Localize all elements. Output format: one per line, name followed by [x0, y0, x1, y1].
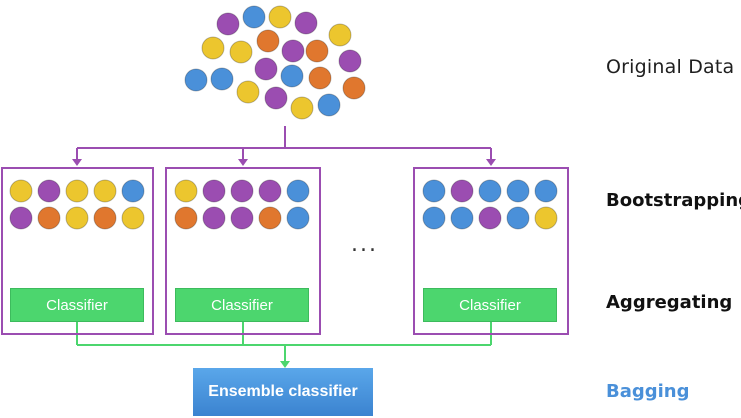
classifier-box-2: Classifier	[175, 288, 309, 322]
data-point-orange	[305, 39, 329, 63]
sample-point-blue	[422, 179, 446, 203]
data-point-orange	[308, 66, 332, 90]
sample-point-blue	[450, 206, 474, 230]
sample-point-orange	[258, 206, 282, 230]
data-point-yellow	[229, 40, 253, 64]
data-point-orange	[342, 76, 366, 100]
arrowhead-down-icon	[280, 361, 290, 368]
label-bagging: Bagging	[606, 381, 690, 402]
sample-point-yellow	[65, 206, 89, 230]
sample-point-yellow	[93, 179, 117, 203]
sample-point-purple	[37, 179, 61, 203]
ensemble-classifier-box: Ensemble classifier	[193, 368, 373, 416]
sample-point-blue	[286, 206, 310, 230]
data-point-orange	[256, 29, 280, 53]
data-point-yellow	[268, 5, 292, 29]
arrowhead-down-icon	[486, 159, 496, 166]
data-point-purple	[216, 12, 240, 36]
connector-lines	[72, 126, 496, 368]
data-point-yellow	[236, 80, 260, 104]
arrowhead-down-icon	[238, 159, 248, 166]
sample-point-orange	[37, 206, 61, 230]
arrowhead-down-icon	[72, 159, 82, 166]
sample-point-blue	[286, 179, 310, 203]
sample-point-blue	[121, 179, 145, 203]
sample-point-yellow	[9, 179, 33, 203]
data-point-blue	[317, 93, 341, 117]
sample-point-purple	[230, 179, 254, 203]
data-point-purple	[254, 57, 278, 81]
data-point-blue	[184, 68, 208, 92]
sample-point-blue	[478, 179, 502, 203]
data-point-yellow	[290, 96, 314, 120]
bootstrap-frames	[1, 167, 569, 335]
sample-point-yellow	[174, 179, 198, 203]
sample-point-yellow	[65, 179, 89, 203]
sample-point-purple	[478, 206, 502, 230]
data-point-purple	[281, 39, 305, 63]
data-point-yellow	[201, 36, 225, 60]
sample-point-purple	[202, 179, 226, 203]
label-original-data: Original Data	[606, 56, 735, 78]
data-point-purple	[338, 49, 362, 73]
data-point-blue	[242, 5, 266, 29]
bootstrap-frame-2	[165, 167, 321, 335]
sample-point-yellow	[121, 206, 145, 230]
sample-point-blue	[534, 179, 558, 203]
sample-point-purple	[450, 179, 474, 203]
sample-point-purple	[230, 206, 254, 230]
sample-point-blue	[422, 206, 446, 230]
data-point-purple	[294, 11, 318, 35]
label-aggregating: Aggregating	[606, 292, 733, 313]
more-samples-ellipsis: ...	[351, 232, 378, 257]
data-point-blue	[210, 67, 234, 91]
data-point-blue	[280, 64, 304, 88]
sample-point-blue	[506, 206, 530, 230]
bootstrap-samples	[9, 179, 558, 230]
original-data-cluster	[184, 5, 366, 120]
sample-point-orange	[93, 206, 117, 230]
sample-point-purple	[202, 206, 226, 230]
bootstrap-frame-1	[1, 167, 154, 335]
classifier-box-1: Classifier	[10, 288, 144, 322]
sample-point-purple	[9, 206, 33, 230]
sample-point-orange	[174, 206, 198, 230]
sample-point-purple	[258, 179, 282, 203]
classifier-box-3: Classifier	[423, 288, 557, 322]
sample-point-blue	[506, 179, 530, 203]
label-bootstrapping: Bootstrapping	[606, 190, 741, 211]
data-point-purple	[264, 86, 288, 110]
sample-point-yellow	[534, 206, 558, 230]
bootstrap-frame-3	[413, 167, 569, 335]
data-point-yellow	[328, 23, 352, 47]
